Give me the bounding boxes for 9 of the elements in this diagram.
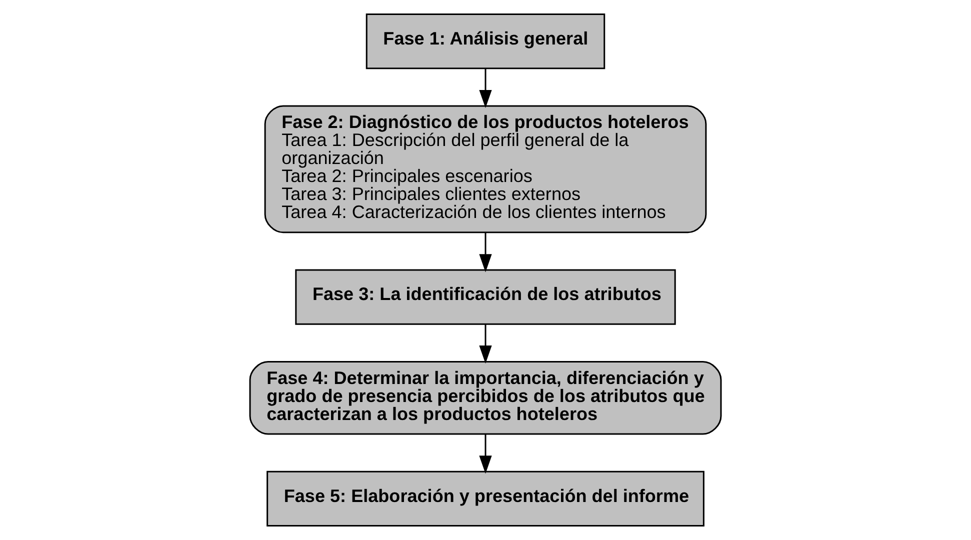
node-box: Fase 5: Elaboración y presentación del informe [266, 470, 704, 527]
arrow [479, 324, 492, 364]
node-box: Fase 4: Determinar la importancia, diferenciación y grado de presencia percibidos de los atributos que caracterizan a los productos hoteleros [249, 361, 722, 435]
node-box: Fase 3: La identificación de los atributos [295, 269, 676, 325]
node-box: Fase 1: Análisis general [366, 13, 606, 70]
node-box: Fase 2: Diagnóstico de los productos hoteleros Tarea 1: Descripción del perfil general de la organización Tarea 2: Principales escenarios Tarea 3: Principales clientes externos Tarea 4: Caracterización de los clientes internos [264, 105, 707, 234]
arrow [479, 232, 492, 272]
arrow [479, 434, 492, 474]
arrow [479, 68, 492, 108]
